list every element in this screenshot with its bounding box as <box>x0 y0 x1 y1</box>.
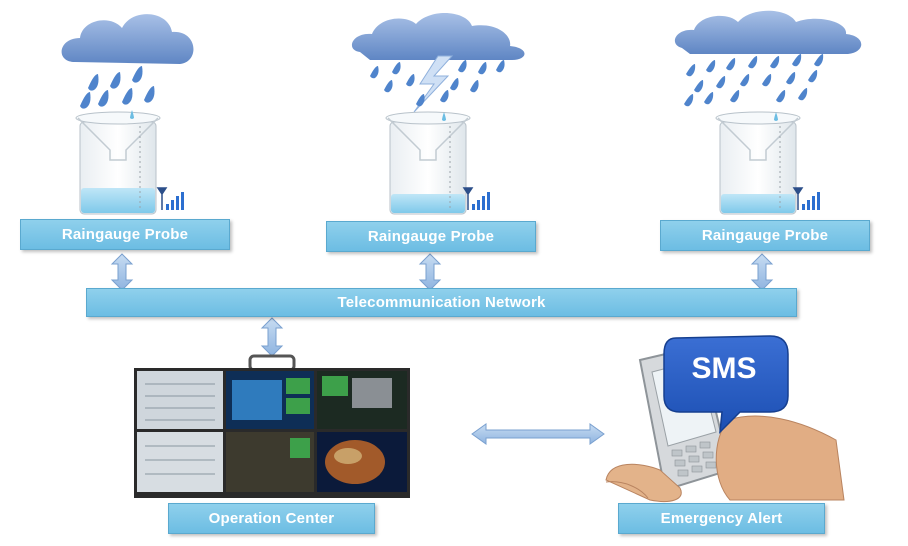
telecommunication-network-label: Telecommunication Network <box>86 288 797 317</box>
sms-bubble-icon <box>663 335 789 435</box>
heavy-rain-cloud-icon <box>674 10 862 107</box>
emergency-alert-label: Emergency Alert <box>618 503 825 534</box>
probe1-network-arrow <box>110 253 134 291</box>
probe3-network-arrow <box>750 253 774 291</box>
storm-cloud-icon <box>351 12 525 113</box>
operation-center-monitors-image <box>134 354 410 498</box>
signal-antenna-icon <box>156 187 184 210</box>
signal-antenna-icon <box>792 187 820 210</box>
cloud-rain-icon <box>61 14 194 109</box>
signal-antenna-icon <box>462 187 490 210</box>
rain-gauge-beaker-icon <box>75 110 161 215</box>
operation-center-label: Operation Center <box>168 503 375 534</box>
sms-text: SMS <box>691 352 757 385</box>
operation-alert-arrow <box>471 423 605 445</box>
probe2-network-arrow <box>418 253 442 291</box>
network-operation-arrow <box>260 317 284 357</box>
raingauge-probe-3-label: Raingauge Probe <box>660 220 870 251</box>
raingauge-probe-1-label: Raingauge Probe <box>20 219 230 250</box>
rain-gauge-beaker-icon <box>385 111 471 215</box>
raingauge-probe-2-label: Raingauge Probe <box>326 221 536 252</box>
rain-gauge-beaker-icon <box>715 111 801 215</box>
